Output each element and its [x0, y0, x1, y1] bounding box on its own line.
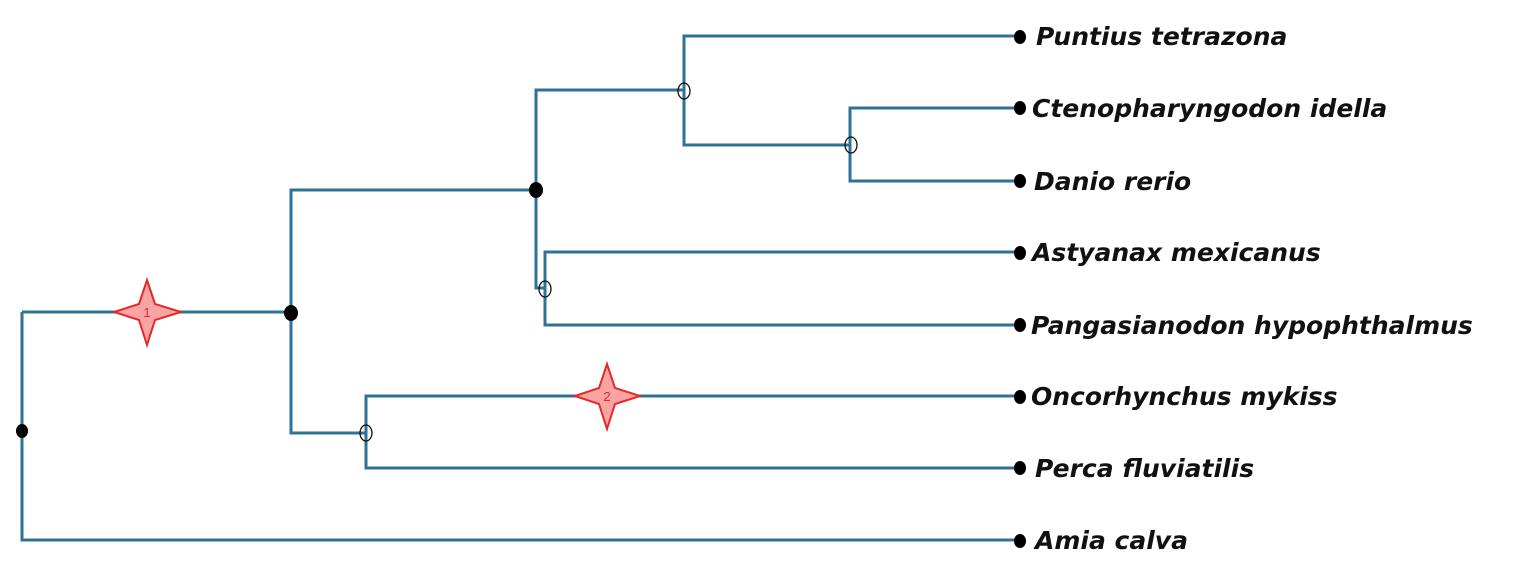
markers: 1 2	[110, 276, 644, 433]
leaf-label: Amia calva	[1033, 526, 1188, 555]
node-f	[359, 424, 373, 442]
branch-node-e	[848, 106, 1015, 183]
node-a	[284, 305, 298, 321]
leaf: Puntius tetrazona	[1014, 22, 1287, 51]
node-b	[529, 182, 543, 198]
leaf: Oncorhynchus mykiss	[1014, 382, 1338, 411]
leaf: Astyanax mexicanus	[1014, 238, 1321, 267]
branches	[20, 34, 1015, 542]
marker-label: 2	[603, 389, 610, 404]
internal-nodes	[16, 82, 858, 442]
leaf: Danio rerio	[1014, 167, 1191, 196]
branch-root	[20, 312, 1015, 542]
node-d	[677, 82, 691, 100]
leaf-label: Astyanax mexicanus	[1030, 238, 1321, 267]
branch-node-c	[543, 250, 1015, 327]
leaf-dot	[1014, 318, 1026, 332]
leaves: Puntius tetrazona Ctenopharyngodon idell…	[1014, 22, 1473, 555]
branch-node-d	[682, 34, 1015, 147]
node-root	[16, 424, 28, 438]
branch-node-f	[364, 394, 1015, 470]
leaf: Pangasianodon hypophthalmus	[1014, 311, 1473, 340]
leaf-dot	[1014, 30, 1026, 44]
leaf-dot	[1014, 246, 1026, 260]
leaf-label: Oncorhynchus mykiss	[1031, 382, 1338, 411]
leaf: Ctenopharyngodon idella	[1014, 94, 1387, 123]
branch-node-b	[534, 88, 684, 290]
leaf-label: Pangasianodon hypophthalmus	[1031, 311, 1473, 340]
leaf-dot	[1014, 174, 1026, 188]
leaf: Amia calva	[1014, 526, 1188, 555]
leaf-dot	[1014, 461, 1026, 475]
leaf-label: Ctenopharyngodon idella	[1032, 94, 1387, 123]
star-icon	[571, 360, 644, 433]
leaf-label: Danio rerio	[1034, 167, 1191, 196]
leaf-label: Puntius tetrazona	[1036, 22, 1287, 51]
marker-label: 1	[143, 305, 150, 320]
leaf-dot	[1014, 534, 1026, 548]
leaf-label: Perca fluviatilis	[1035, 454, 1254, 483]
marker-star-1: 1	[110, 276, 185, 349]
leaf-dot	[1014, 390, 1026, 404]
node-e	[844, 136, 858, 154]
leaf: Perca fluviatilis	[1014, 454, 1254, 483]
node-c	[538, 280, 552, 298]
marker-star-2: 2	[571, 360, 644, 433]
star-icon	[110, 276, 185, 349]
leaf-dot	[1014, 101, 1026, 115]
